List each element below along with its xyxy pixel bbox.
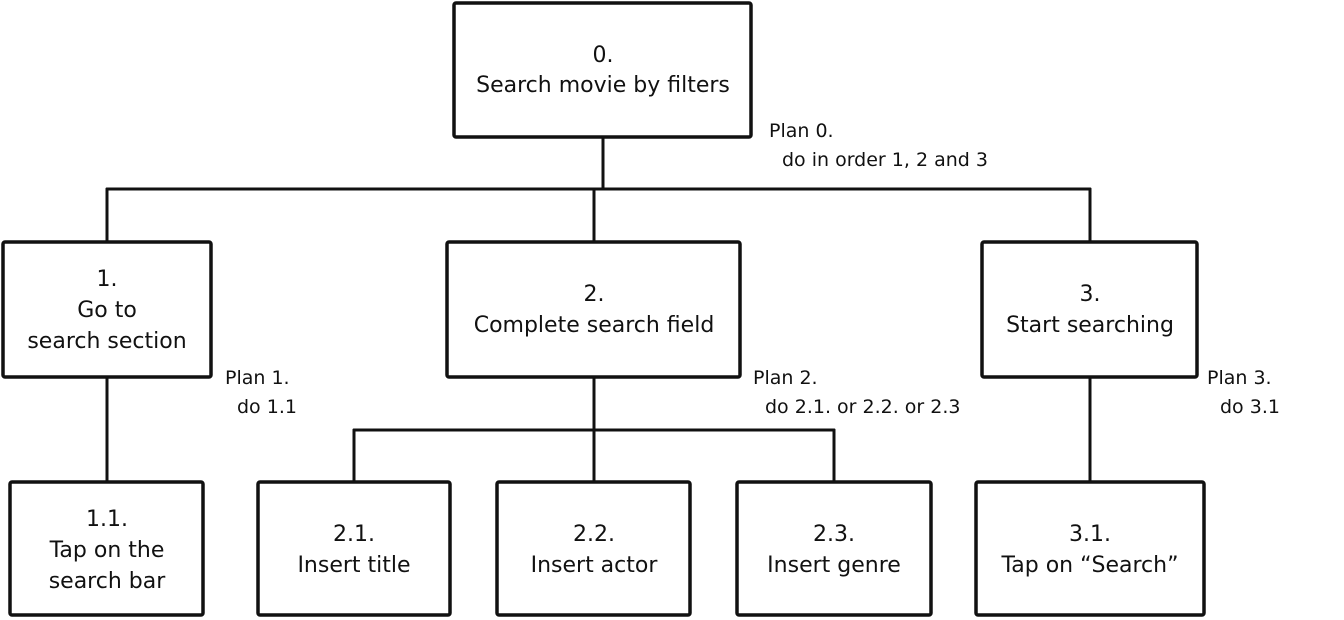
task-2-3-number: 2.3.	[813, 522, 855, 547]
task-2-2-label: Insert actor	[531, 553, 659, 578]
plan-1-rule: do 1.1	[237, 396, 297, 418]
task-0-number: 0.	[593, 43, 614, 68]
plan-0-title: Plan 0.	[769, 120, 834, 142]
task-2-3-label: Insert genre	[767, 553, 901, 578]
connectors	[105, 135, 1092, 484]
task-2-label: Complete search field	[474, 313, 715, 338]
plan-3-rule: do 3.1	[1220, 396, 1280, 418]
plan-2-rule: do 2.1. or 2.2. or 2.3	[765, 396, 960, 418]
task-box-2-1: 2.1. Insert title	[256, 480, 452, 617]
task-box-1: 1. Go to search section	[1, 240, 213, 379]
plan-1: Plan 1. do 1.1	[225, 367, 297, 418]
task-box-0: 0. Search movie by filters	[452, 1, 753, 139]
task-1-label-line-2: search section	[27, 329, 186, 354]
task-1-label-line-1: Go to	[77, 298, 137, 323]
task-3-1-number: 3.1.	[1069, 522, 1111, 547]
task-box-1-1: 1.1. Tap on the search bar	[8, 480, 205, 617]
task-box-2-2: 2.2. Insert actor	[495, 480, 692, 617]
plan-2-title: Plan 2.	[753, 367, 818, 389]
task-3-label: Start searching	[1006, 313, 1174, 338]
plan-3-title: Plan 3.	[1207, 367, 1272, 389]
task-1-1-number: 1.1.	[86, 507, 128, 532]
task-box-2-3: 2.3. Insert genre	[735, 480, 933, 617]
task-box-3-1: 3.1. Tap on “Search”	[974, 480, 1206, 617]
task-2-1-number: 2.1.	[333, 522, 375, 547]
task-1-number: 1.	[97, 267, 118, 292]
task-box-2: 2. Complete search field	[445, 240, 742, 379]
task-box-3: 3. Start searching	[980, 240, 1199, 379]
task-1-1-label-line-2: search bar	[49, 569, 167, 594]
plan-3: Plan 3. do 3.1	[1207, 367, 1280, 418]
task-0-label: Search movie by filters	[476, 73, 730, 98]
task-2-number: 2.	[584, 282, 605, 307]
task-2-2-number: 2.2.	[573, 522, 615, 547]
task-3-1-label: Tap on “Search”	[1000, 553, 1178, 578]
task-1-1-label-line-1: Tap on the	[49, 538, 165, 563]
task-3-number: 3.	[1080, 282, 1101, 307]
plan-0-rule: do in order 1, 2 and 3	[782, 149, 988, 171]
task-2-1-label: Insert title	[297, 553, 410, 578]
plan-0: Plan 0. do in order 1, 2 and 3	[769, 120, 988, 171]
plan-2: Plan 2. do 2.1. or 2.2. or 2.3	[753, 367, 960, 418]
plan-1-title: Plan 1.	[225, 367, 290, 389]
